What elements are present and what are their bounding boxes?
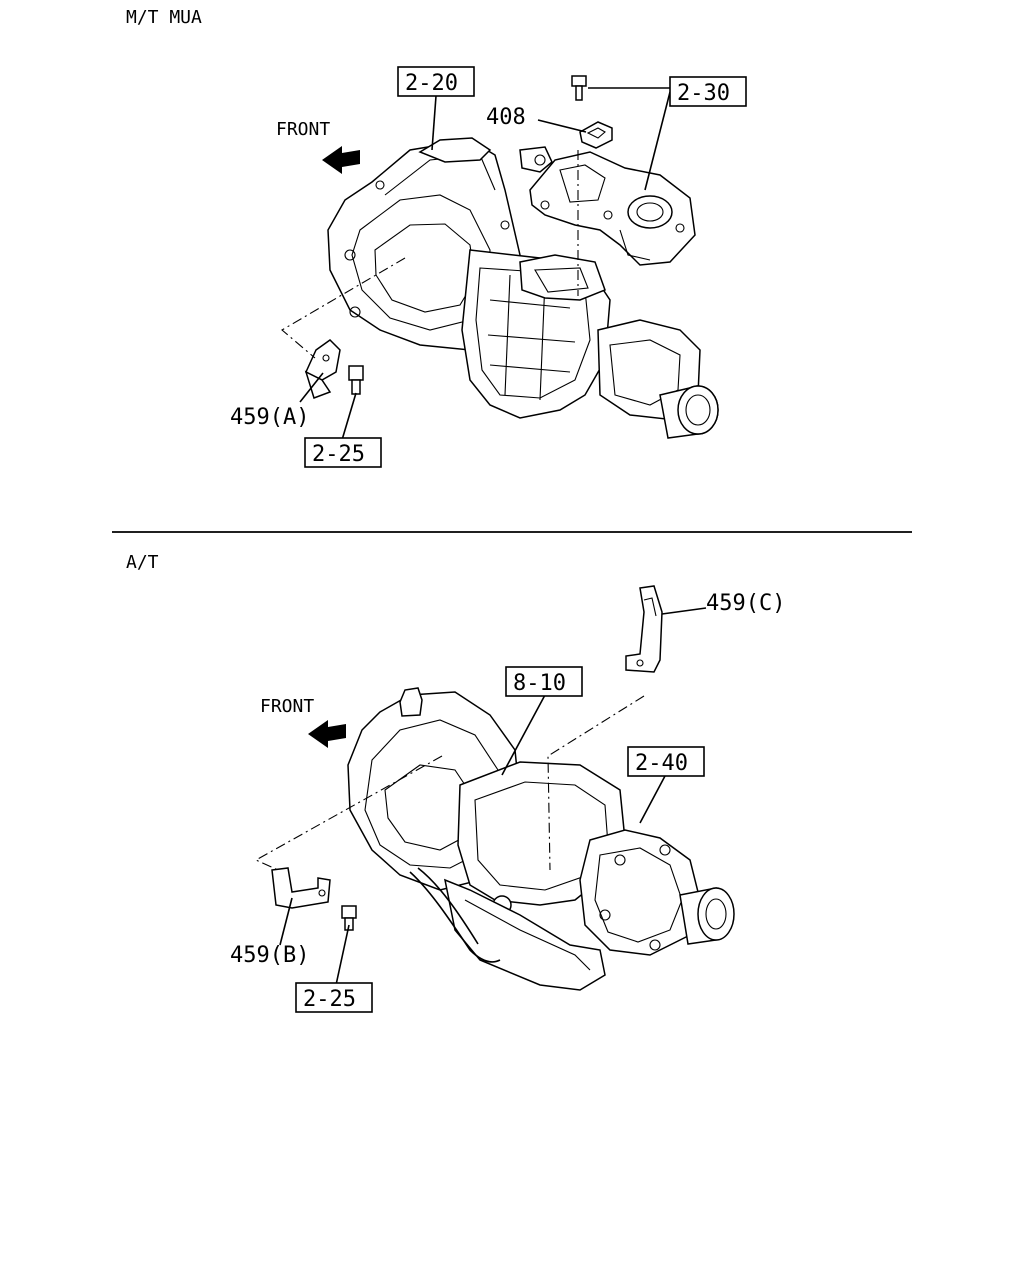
at-leader-lines: [254, 607, 707, 986]
at-section-title: A/T: [126, 552, 159, 573]
at-callout-8-10: 8-10: [513, 671, 566, 696]
at-callout-box-2-40: [627, 746, 705, 777]
mt-callout-2-20: 2-20: [405, 71, 458, 96]
manual-transmission-drawing: [327, 137, 719, 439]
automatic-transmission-drawing: [347, 687, 735, 991]
mt-shift-bracket-drawing: [519, 146, 696, 266]
mt-front-label: FRONT: [276, 119, 330, 140]
at-part-459c: 459(C): [706, 591, 785, 616]
mt-part-459a: 459(A): [230, 405, 309, 430]
mt-callout-box-2-30: [669, 76, 747, 107]
at-front-arrow-icon: [308, 720, 346, 748]
bracket-459b-drawing: [271, 867, 331, 909]
bolt-2-25-at-drawing: [341, 905, 357, 931]
mt-callout-box-2-25: [304, 437, 382, 468]
bracket-459a-drawing: [304, 339, 341, 399]
bolt-2-25-mt-drawing: [348, 365, 364, 395]
at-front-label: FRONT: [260, 696, 314, 717]
at-callout-2-40: 2-40: [635, 751, 688, 776]
bracket-459c-drawing: [625, 585, 663, 673]
mt-callout-box-2-20: [397, 66, 475, 97]
bolt-2-30-drawing: [571, 75, 587, 101]
mt-part-408: 408: [486, 105, 526, 130]
at-callout-2-25: 2-25: [303, 987, 356, 1012]
mt-front-arrow-icon: [322, 146, 360, 174]
grommet-408-drawing: [579, 121, 613, 149]
at-callout-box-8-10: [505, 666, 583, 697]
mt-section-title: M/T MUA: [126, 7, 202, 28]
mt-leader-lines: [281, 87, 671, 441]
at-callout-box-2-25: [295, 982, 373, 1013]
mt-callout-2-25: 2-25: [312, 442, 365, 467]
mt-callout-2-30: 2-30: [677, 81, 730, 106]
at-part-459b: 459(B): [230, 943, 309, 968]
